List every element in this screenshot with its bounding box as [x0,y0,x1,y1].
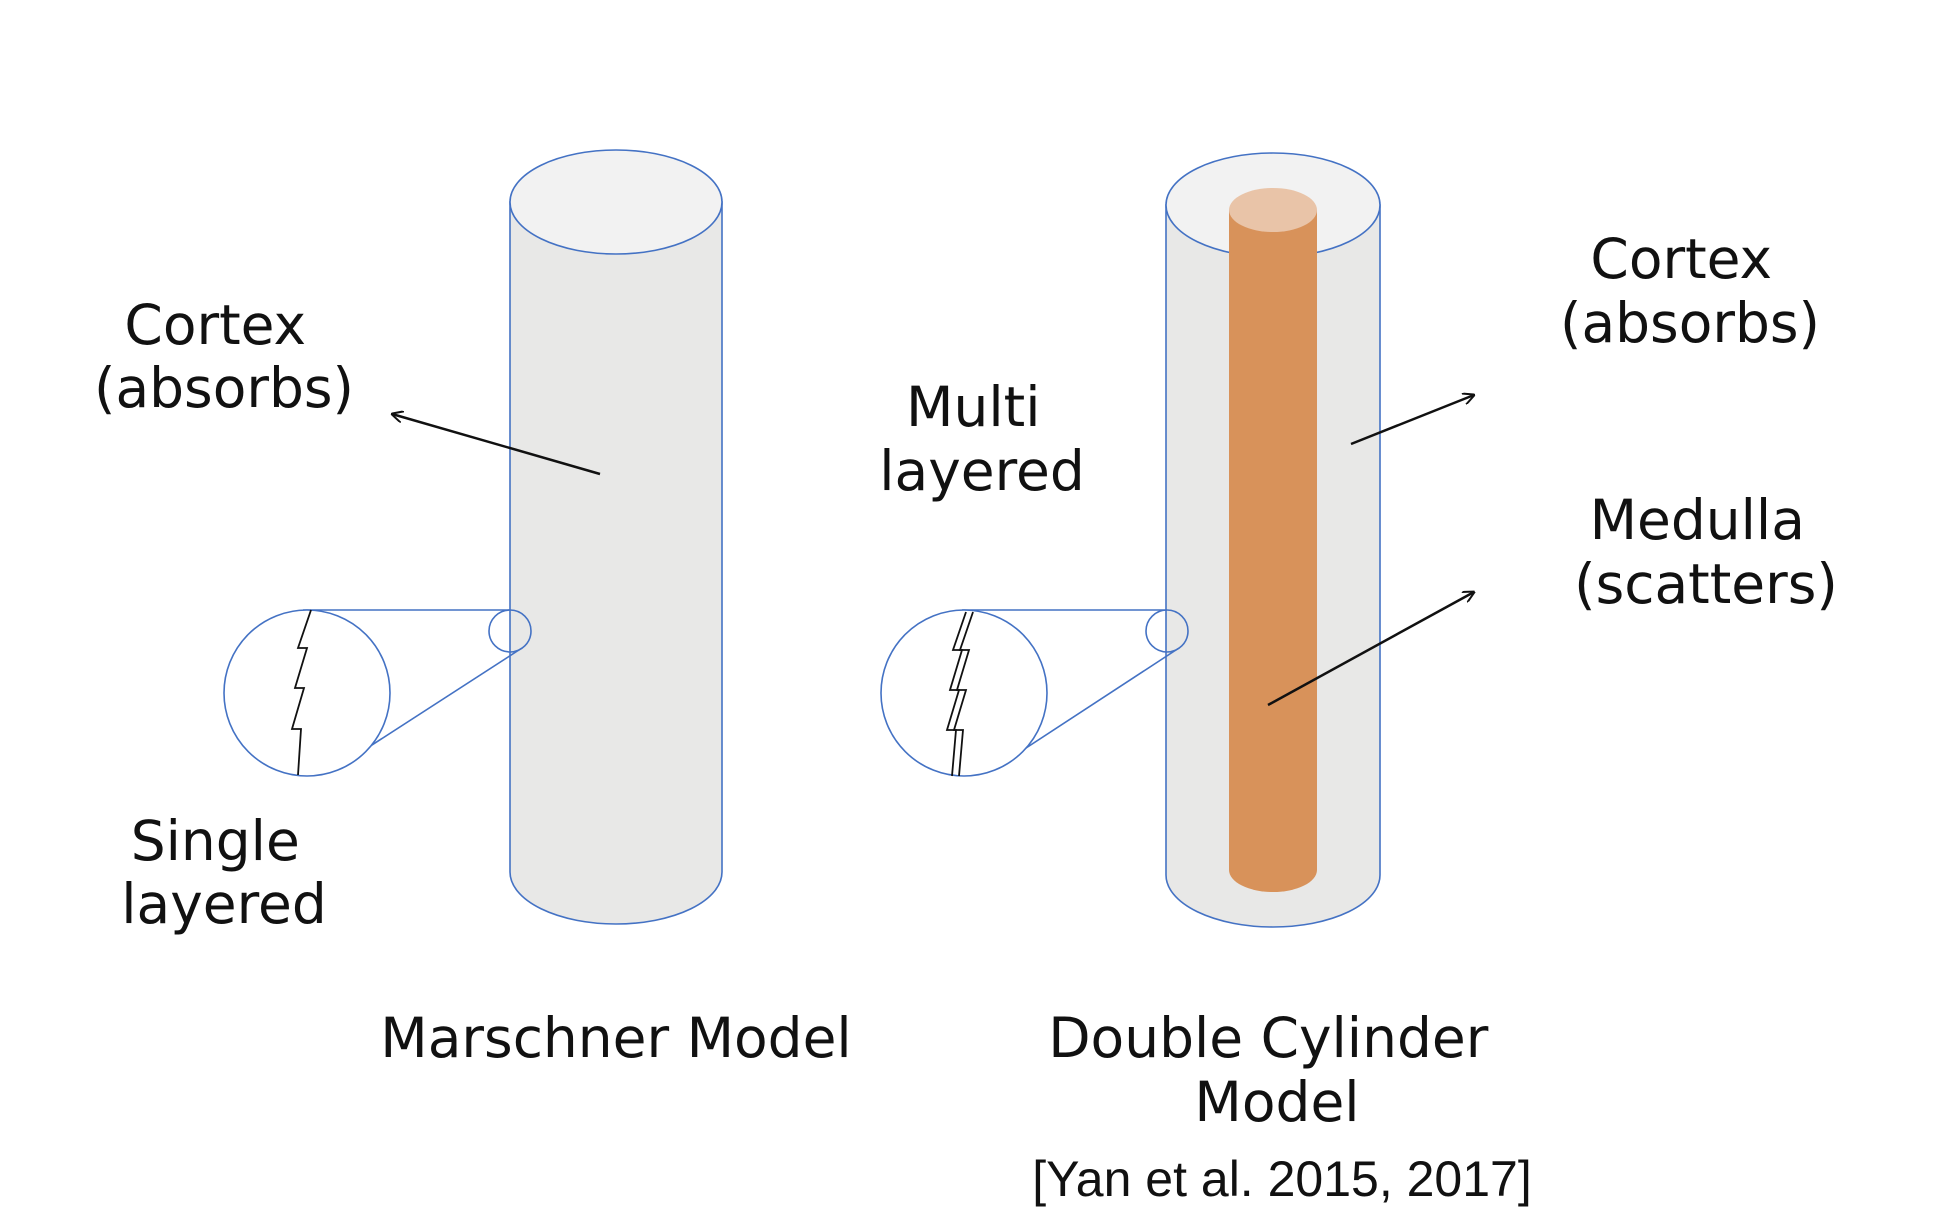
multi-interface-line-2 [952,611,974,777]
marschner-cylinder [509,149,723,925]
right-cortex-label: Cortex (absorbs) [1560,227,1820,355]
right-cortex-arrow [1350,395,1474,446]
single-layer-zoom [223,609,532,777]
single-interface-line [290,609,312,776]
medulla-label: Medulla (scatters) [1574,488,1838,616]
left-cortex-label: Cortex (absorbs) [94,293,354,420]
marschner-caption: Marschner Model [380,1006,851,1070]
citation: [Yan et al. 2015, 2017] [1032,1151,1531,1207]
multi-layered-label: Multi layered [879,375,1085,503]
single-layered-label: Single layered [121,809,327,936]
medulla-arrow [1267,592,1474,707]
left-cortex-arrow [392,414,601,476]
medulla-cylinder [1229,188,1317,892]
multi-layer-zoom [880,609,1189,777]
double-cylinder-caption: Double Cylinder Model [1048,1006,1506,1134]
